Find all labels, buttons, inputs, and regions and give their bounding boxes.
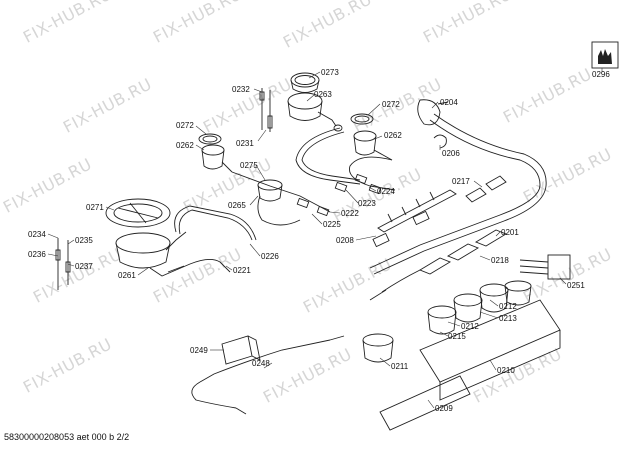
burner-cap-small xyxy=(290,72,320,93)
label-0210: 0210 xyxy=(497,366,515,375)
gas-manifold xyxy=(369,99,547,275)
label-0204: 0204 xyxy=(440,98,458,107)
label-0222: 0222 xyxy=(341,209,359,218)
burner-small-center xyxy=(257,179,301,226)
ignition-switch-row xyxy=(369,229,508,301)
ignition-module xyxy=(221,335,261,365)
label-0209: 0209 xyxy=(435,404,453,413)
valve-rail xyxy=(372,189,457,248)
retaining-ring-right xyxy=(350,113,374,125)
label-0211: 0211 xyxy=(391,362,409,371)
label-0249: 0249 xyxy=(190,346,208,355)
label-0262-left: 0262 xyxy=(176,141,194,150)
label-0251: 0251 xyxy=(567,281,585,290)
label-0221: 0221 xyxy=(233,266,251,275)
label-0212-lower: 0212 xyxy=(461,322,479,331)
label-0271: 0271 xyxy=(86,203,104,212)
label-0224: 0224 xyxy=(377,187,395,196)
gas-valve-single xyxy=(362,333,394,363)
label-0273: 0273 xyxy=(321,68,339,77)
label-0263: 0263 xyxy=(314,90,332,99)
label-0225: 0225 xyxy=(323,220,341,229)
label-0262-right: 0262 xyxy=(384,131,402,140)
label-0231: 0231 xyxy=(236,139,254,148)
label-0226: 0226 xyxy=(261,252,279,261)
label-0212-upper: 0212 xyxy=(499,302,517,311)
label-0215: 0215 xyxy=(448,332,466,341)
burner-cap-large xyxy=(105,198,171,228)
label-0208: 0208 xyxy=(336,236,354,245)
retaining-ring-left xyxy=(198,133,222,145)
label-0261: 0261 xyxy=(118,271,136,280)
label-0265: 0265 xyxy=(228,201,246,210)
label-0223: 0223 xyxy=(358,199,376,208)
label-0206: 0206 xyxy=(442,149,460,158)
label-0218: 0218 xyxy=(491,256,509,265)
burner-holder-right xyxy=(353,130,393,161)
label-0248: 0248 xyxy=(252,359,270,368)
label-0237: 0237 xyxy=(75,262,93,271)
gas-valve-row xyxy=(427,280,532,335)
document-footer: 58300000208053 aet 000 b 2/2 xyxy=(4,432,130,442)
burner-body-large xyxy=(115,231,187,277)
label-0234: 0234 xyxy=(28,230,46,239)
label-0217: 0217 xyxy=(452,177,470,186)
burner-body-small xyxy=(287,92,343,132)
label-0296: 0296 xyxy=(592,70,610,79)
injector-nozzle xyxy=(296,173,382,217)
label-0236: 0236 xyxy=(28,250,46,259)
gas-symbol-label xyxy=(591,41,619,69)
wiring-connector xyxy=(519,254,571,280)
ignition-cable xyxy=(191,335,345,415)
label-0272-right: 0272 xyxy=(382,100,400,109)
valve-bracket xyxy=(465,175,507,203)
label-0272-left: 0272 xyxy=(176,121,194,130)
label-0235: 0235 xyxy=(75,236,93,245)
manifold-clip xyxy=(433,134,447,149)
label-0213: 0213 xyxy=(499,314,517,323)
burner-holder-left xyxy=(201,144,233,173)
gas-pipe-large-burner xyxy=(167,205,257,273)
label-0275: 0275 xyxy=(240,161,258,170)
thermocouple-left xyxy=(55,238,71,290)
control-panel-frame xyxy=(379,299,561,431)
label-0201: 0201 xyxy=(501,228,519,237)
thermocouple xyxy=(259,88,273,132)
label-0232: 0232 xyxy=(232,85,250,94)
leader-lines xyxy=(47,68,603,409)
